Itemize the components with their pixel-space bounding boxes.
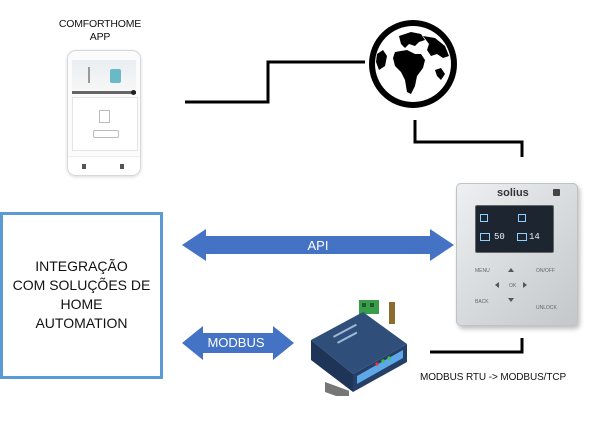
onoff-key-label: ON/OFF [536,268,555,274]
add-icon [131,90,136,95]
home-icon [82,164,86,169]
mode-icon [480,233,490,241]
phone-to-globe-line [185,60,365,104]
device-icon [99,110,110,123]
mode-icon [517,233,527,241]
screen-left-value: 50 [494,232,505,242]
app-title-bar [72,91,136,94]
controller-brand: solius [497,187,529,199]
back-key-label: BACK [475,299,489,305]
api-label: API [307,238,329,253]
left-arrow-icon [492,282,499,288]
globe-to-controller-line [413,120,524,157]
right-arrow-icon [523,282,530,288]
app-card-button [93,130,119,138]
down-arrow-icon [508,298,514,305]
up-arrow-icon [508,265,514,272]
menu-key-label: MENU [475,268,490,274]
modbus-double-arrow [182,326,294,360]
ok-key-label: OK [509,283,517,289]
app-caption-line2: APP [89,31,111,43]
controller-to-gateway-line [430,338,524,354]
unlock-key-label: UNLOCK [536,305,557,311]
lamp-icon [88,67,90,83]
globe-icon [369,20,457,108]
controller-logo-mark [553,189,560,196]
modbus-gateway-device [311,300,407,396]
integration-box [0,212,163,379]
modbus-label: MODBUS [207,335,265,350]
modbus-caption: MODBUS RTU -> MODBUS/TCP [420,372,567,383]
integration-text: INTEGRAÇÃO COM SOLUÇÕES DE HOME AUTOMATI… [3,257,160,333]
app-bottom-nav [68,156,140,175]
chair-icon [110,69,121,83]
app-card [72,97,138,151]
integration-line3: HOME [60,296,103,312]
app-caption-line1: COMFORTHOME [58,18,142,30]
smartphone-app [67,50,141,176]
api-double-arrow [182,229,454,261]
controller-screen: 50 14 [475,205,554,253]
zone-icon [480,214,488,222]
integration-line2: COM SOLUÇÕES DE [12,277,151,293]
app-caption: COMFORTHOME APP [48,18,152,44]
profile-icon [120,164,124,169]
app-hero-image [72,60,136,90]
integration-line4: AUTOMATION [35,315,128,331]
screen-right-value: 14 [529,232,540,242]
zone-icon [518,214,526,222]
integration-line1: INTEGRAÇÃO [35,258,128,274]
